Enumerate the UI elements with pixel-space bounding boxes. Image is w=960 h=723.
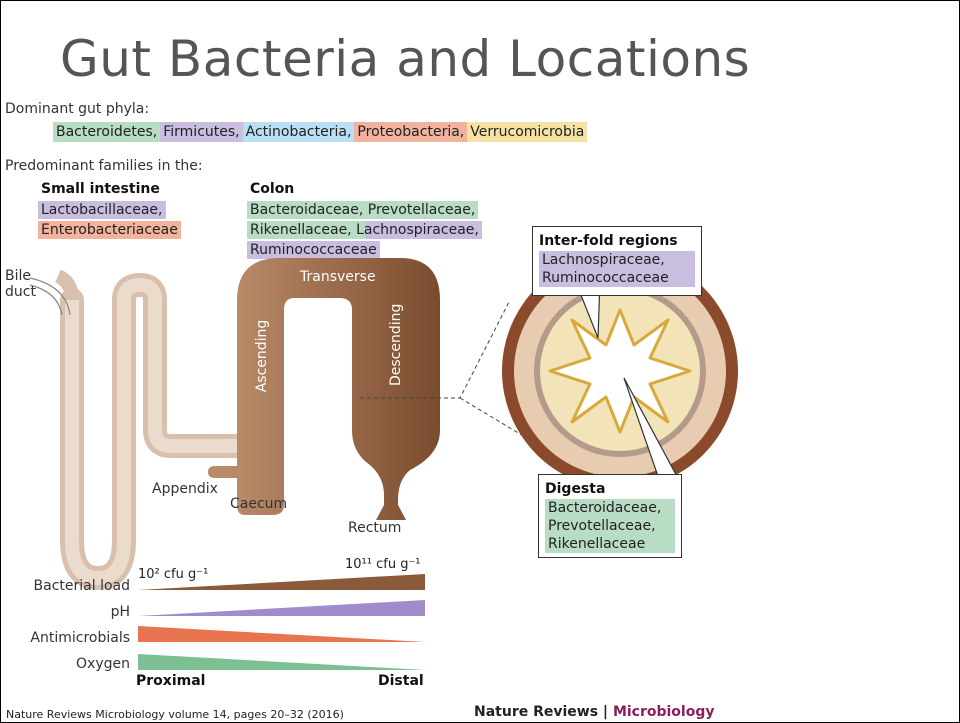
- ascending-label: Ascending: [254, 316, 270, 396]
- interfold-family-2: Ruminococcaceae: [539, 269, 695, 287]
- digesta-callout: Digesta Bacteroidaceae, Prevotellaceae, …: [538, 474, 682, 558]
- rectum-label: Rectum: [348, 520, 401, 536]
- oxygen-label: Oxygen: [0, 656, 130, 672]
- low-load-label: 10² cfu g⁻¹: [138, 567, 208, 582]
- proximal-label: Proximal: [136, 673, 205, 689]
- digesta-family-3: Rikenellaceae: [545, 535, 675, 553]
- distal-label: Distal: [378, 673, 424, 689]
- oxygen-wedge: [138, 654, 425, 670]
- high-load-label: 10¹¹ cfu g⁻¹: [345, 557, 421, 572]
- antimicrobials-wedge: [138, 626, 425, 642]
- appendix: [208, 466, 237, 478]
- ph-label: pH: [0, 604, 130, 620]
- digesta-family-2: Prevotellaceae,: [545, 517, 675, 535]
- interfold-header: Inter-fold regions: [539, 233, 695, 249]
- descending-label: Descending: [388, 306, 404, 386]
- journal-separator: |: [598, 704, 613, 720]
- digesta-header: Digesta: [545, 481, 675, 497]
- ph-wedge: [138, 600, 425, 616]
- caecum-label: Caecum: [230, 496, 287, 512]
- bile-duct-label: Bile duct: [5, 268, 36, 300]
- journal-section: Microbiology: [613, 704, 715, 720]
- journal-name: Nature Reviews: [474, 704, 598, 720]
- interfold-family-1: Lachnospiraceae,: [539, 251, 695, 269]
- transverse-label: Transverse: [300, 269, 376, 285]
- journal-credit: Nature Reviews | Microbiology: [474, 704, 715, 720]
- antimicrobials-label: Antimicrobials: [0, 630, 130, 646]
- digesta-family-1: Bacteroidaceae,: [545, 499, 675, 517]
- interfold-callout: Inter-fold regions Lachnospiraceae, Rumi…: [532, 226, 702, 296]
- appendix-label: Appendix: [152, 481, 218, 497]
- citation: Nature Reviews Microbiology volume 14, p…: [6, 708, 344, 721]
- bacterial-load-label: Bacterial load: [0, 578, 130, 594]
